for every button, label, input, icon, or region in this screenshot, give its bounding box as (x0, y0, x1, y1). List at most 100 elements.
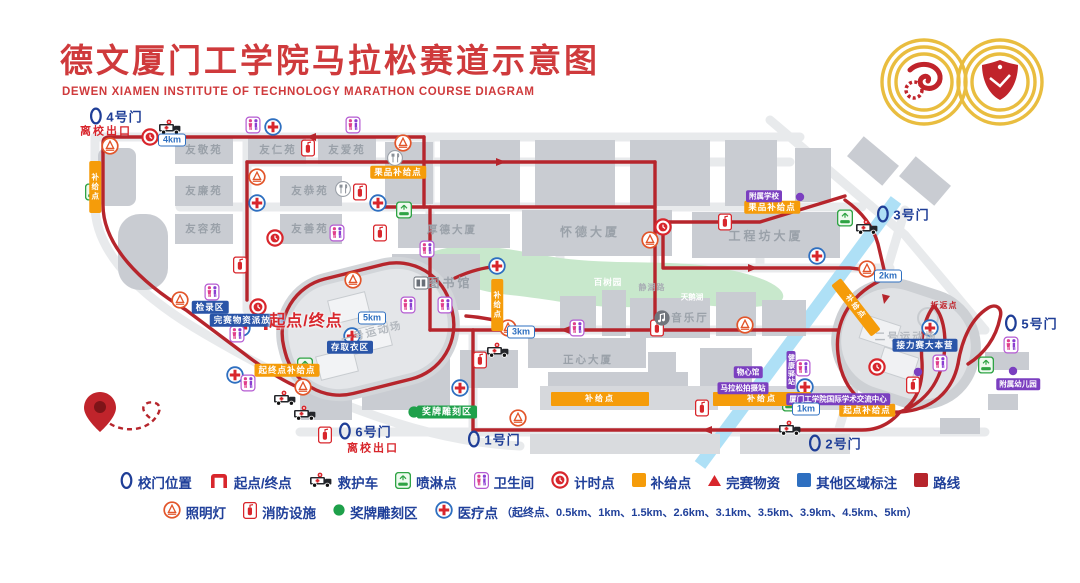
toilet-icon (204, 283, 220, 301)
spray-icon (395, 471, 412, 492)
building-label: 友敬苑 (185, 143, 223, 156)
toilet-icon (400, 296, 416, 314)
km-marker: 3km (506, 325, 536, 339)
zone-label: 马拉松拍摄站 (717, 382, 769, 394)
fire-icon (473, 351, 487, 369)
medical-icon (264, 118, 282, 136)
building-label: 友仁苑 (259, 143, 297, 156)
fire-icon (906, 376, 920, 394)
building-label: 友容苑 (185, 222, 223, 235)
building-label: 厚德大厦 (427, 223, 477, 236)
gate-label: 2号门 (808, 434, 861, 454)
buildings (98, 136, 1029, 454)
exit-label: 离校出口 (347, 442, 399, 455)
spray-icon (978, 356, 994, 374)
building-label: 工程坊大厦 (728, 229, 804, 243)
spray-icon (837, 209, 853, 227)
gate-icon (120, 471, 133, 492)
ambulance-icon (855, 219, 879, 235)
medical-icon (434, 501, 453, 522)
bluesq-icon (797, 473, 812, 490)
ambulance-icon (273, 390, 297, 406)
legend-item: 起点/终点 (209, 472, 292, 492)
gate-label: 3号门 (876, 205, 929, 225)
timing-icon (266, 229, 284, 247)
legend-label: 消防设施 (262, 505, 317, 521)
startgate-icon (209, 472, 229, 491)
building-label: 怀德大厦 (559, 225, 621, 239)
zone-label: 奖牌雕刻区 (416, 405, 478, 419)
toilet-icon (419, 240, 435, 258)
legend-label: 奖牌雕刻区 (350, 505, 418, 521)
medical-icon (808, 247, 826, 265)
lamp-icon (101, 137, 119, 155)
zone-label: 附属幼儿园 (996, 378, 1040, 390)
legend: 校门位置起点/终点救护车喷淋点卫生间计时点补给点完赛物资其他区域标注路线 照明灯… (0, 462, 1080, 522)
gate-icon (338, 422, 351, 442)
legend-note: （起终点、0.5km、1km、1.5km、2.6km、3.1km、3.5km、3… (501, 506, 918, 519)
legend-item: 卫生间 (473, 471, 534, 492)
km-marker: 4km (157, 133, 187, 147)
event-logo (880, 38, 968, 126)
zone-label: 果品补给点 (370, 165, 426, 179)
legend-label: 校门位置 (137, 475, 192, 491)
ambulance-icon (158, 119, 182, 135)
exit-label: 离校出口 (80, 125, 132, 138)
fire-icon (695, 399, 709, 417)
fire-icon (373, 224, 387, 242)
fire-icon (233, 256, 247, 274)
page-title: 德文厦门工学院马拉松赛道示意图 (60, 42, 600, 79)
event-and-school-logos (880, 38, 1044, 126)
pdot-icon (795, 192, 805, 202)
building-label: 友爱苑 (328, 143, 366, 156)
zone-label: 检录区 (191, 300, 229, 314)
legend-item: 喷淋点 (395, 471, 457, 492)
legend-label: 其他区域标注 (816, 475, 898, 491)
gate-icon (1004, 314, 1017, 334)
legend-label: 路线 (933, 475, 961, 491)
zone-label: 完赛物资派放区 (209, 313, 285, 327)
page-subtitle: DEWEN XIAMEN INSTITUTE OF TECHNOLOGY MAR… (62, 86, 535, 98)
building-label: 正心大厦 (563, 353, 613, 366)
lamp-icon (509, 409, 527, 427)
zone-label: 补给点 (89, 161, 101, 213)
legend-item: 其他区域标注 (797, 472, 897, 492)
legend-item: 计时点 (551, 471, 615, 492)
medal-icon (333, 504, 345, 519)
legend-item: 救护车 (309, 472, 379, 492)
gate-icon (89, 107, 102, 127)
legend-item: 照明灯 (162, 501, 226, 522)
toilet-icon (932, 354, 948, 372)
gate-icon (876, 205, 889, 225)
lamp-icon (171, 291, 189, 309)
zone-label: 厦门工学院国际学术交流中心 (786, 393, 890, 405)
header: 德文厦门工学院马拉松赛道示意图 DEWEN XIAMEN INSTITUTE O… (60, 34, 600, 98)
legend-label: 医疗点 (457, 505, 499, 521)
legend-label: 救护车 (337, 475, 379, 491)
legend-label: 补给点 (650, 475, 692, 491)
zone-label: 折返点 (930, 301, 958, 310)
school-logo (956, 38, 1044, 126)
medical-icon (369, 194, 387, 212)
spray-icon (396, 201, 412, 219)
book-icon (413, 276, 429, 290)
medical-icon (488, 257, 506, 275)
medical-icon (248, 194, 266, 212)
zone-label: 补给点 (831, 278, 881, 336)
ambulance-icon (486, 342, 510, 358)
pdot-icon (1008, 366, 1018, 376)
gate-label: 6号门 (338, 422, 391, 442)
toilet-icon (1003, 336, 1019, 354)
toilet-icon (345, 116, 361, 134)
toilet-icon (569, 319, 585, 337)
toilet-icon (795, 359, 811, 377)
pdot-icon (913, 367, 923, 377)
lamp-icon (248, 168, 266, 186)
medical-icon (451, 379, 469, 397)
timing-icon (654, 218, 672, 236)
music-icon (654, 310, 670, 326)
medical-icon (921, 319, 939, 337)
legend-row-1: 校门位置起点/终点救护车喷淋点卫生间计时点补给点完赛物资其他区域标注路线 (0, 471, 1080, 492)
